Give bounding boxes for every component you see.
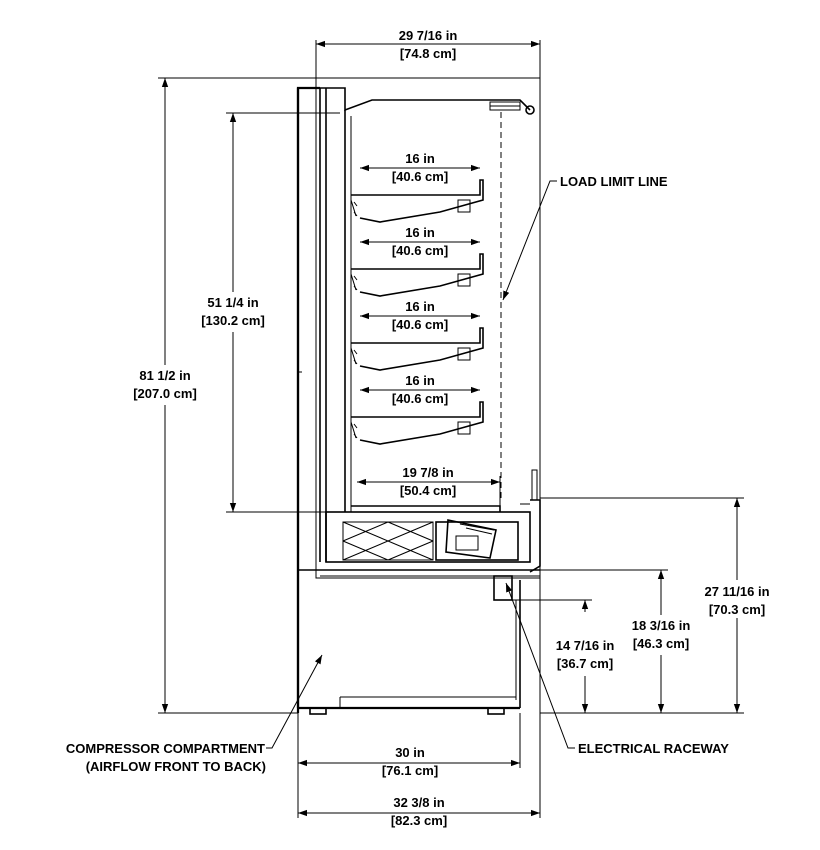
compressor-callout-sub: (AIRFLOW FRONT TO BACK) bbox=[86, 759, 266, 774]
cabinet-outline bbox=[296, 77, 541, 713]
shelf-depth-cm: [40.6 cm] bbox=[392, 243, 448, 258]
shelf bbox=[350, 327, 484, 371]
overall-depth-cm: [82.3 cm] bbox=[391, 813, 447, 828]
shelf-depth-cm: [40.6 cm] bbox=[392, 391, 448, 406]
electrical-raceway-callout: ELECTRICAL RACEWAY bbox=[578, 741, 729, 756]
load-limit-callout: LOAD LIMIT LINE bbox=[560, 174, 668, 189]
height-27-in: 27 11/16 in bbox=[704, 584, 769, 599]
shelf-depth-cm: [40.6 cm] bbox=[392, 169, 448, 184]
height-14-cm: [36.7 cm] bbox=[557, 656, 613, 671]
dimension-lines bbox=[158, 40, 744, 818]
overall-width-cm: [74.8 cm] bbox=[400, 46, 456, 61]
base-depth-in: 30 in bbox=[395, 745, 425, 760]
shelf bbox=[350, 253, 484, 297]
overall-height-in: 81 1/2 in bbox=[139, 368, 190, 383]
compressor-compartment bbox=[296, 570, 521, 715]
overall-width-in: 29 7/16 in bbox=[399, 28, 458, 43]
callout-leaders bbox=[266, 180, 575, 749]
overall-depth-in: 32 3/8 in bbox=[393, 795, 444, 810]
shelf-depth-in: 16 in bbox=[405, 225, 435, 240]
overall-height-cm: [207.0 cm] bbox=[133, 386, 197, 401]
height-27-cm: [70.3 cm] bbox=[709, 602, 765, 617]
height-18-cm: [46.3 cm] bbox=[633, 636, 689, 651]
shelf bbox=[350, 401, 484, 445]
shelf-depth-cm: [40.6 cm] bbox=[392, 317, 448, 332]
shelf-depth-in: 16 in bbox=[405, 373, 435, 388]
height-14-in: 14 7/16 in bbox=[556, 638, 615, 653]
display-height-in: 51 1/4 in bbox=[207, 295, 258, 310]
base-depth-cm: [76.1 cm] bbox=[382, 763, 438, 778]
height-18-in: 18 3/16 in bbox=[632, 618, 691, 633]
shelf-depth-in: 16 in bbox=[405, 151, 435, 166]
shelf-depth-in: 16 in bbox=[405, 299, 435, 314]
compressor-callout: COMPRESSOR COMPARTMENT bbox=[66, 741, 265, 756]
display-height-cm: [130.2 cm] bbox=[201, 313, 265, 328]
deck-depth-cm: [50.4 cm] bbox=[400, 483, 456, 498]
deck-depth-in: 19 7/8 in bbox=[402, 465, 453, 480]
shelf bbox=[350, 179, 484, 223]
